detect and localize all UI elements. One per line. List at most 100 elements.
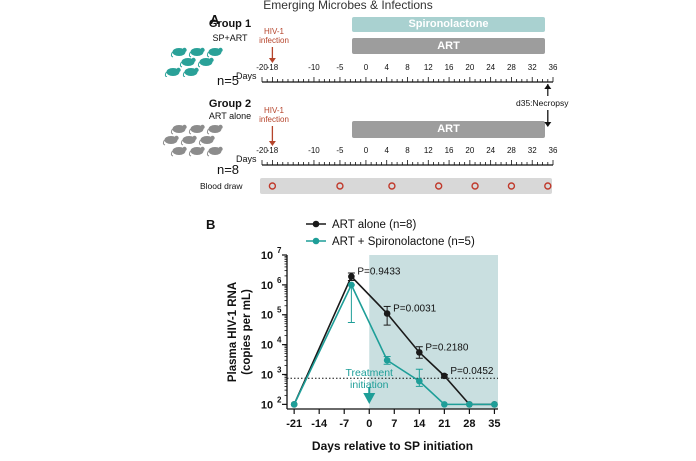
mouse-tail [197, 61, 201, 68]
timeline-tick-label: 24 [486, 63, 495, 72]
mouse-body [208, 147, 222, 155]
hiv-label-line1: HIV-1 [263, 106, 284, 115]
timeline-tick-label: -10 [308, 63, 320, 72]
mouse-body [184, 68, 198, 76]
series-0-point [348, 273, 355, 280]
mouse-tail [188, 51, 192, 58]
mouse-tail [188, 128, 192, 135]
mouse-body [172, 125, 186, 133]
series-0-point [416, 349, 423, 356]
mouse-icon [188, 124, 205, 135]
group2-subtitle: ART alone [208, 111, 252, 121]
mouse-head [182, 47, 187, 53]
blood-draw-marker [434, 182, 443, 190]
timeline-tick-label: 4 [384, 146, 389, 155]
art-bar-group2: ART [352, 121, 545, 138]
timeline-tick-label: 32 [528, 146, 537, 155]
arrow-head [268, 141, 276, 146]
mouse-body [166, 68, 180, 76]
blood-draw-marker [268, 182, 277, 190]
mouse-body [190, 125, 204, 133]
legend-label: ART alone (n=8) [332, 219, 416, 231]
mouse-icon [170, 146, 187, 157]
mouse-tail [182, 71, 186, 78]
y-tick-label: 10 [261, 340, 273, 352]
spironolactone-bar: Spironolactone [352, 17, 545, 32]
mouse-head [182, 146, 187, 152]
x-tick-label: -14 [311, 418, 328, 430]
mouse-tail [164, 71, 168, 78]
hiv-label-line1: HIV-1 [263, 27, 284, 36]
group2-mice-icon [160, 122, 235, 164]
mouse-head [218, 146, 223, 152]
timeline-tick-label: 20 [465, 146, 474, 155]
mouse-head [209, 57, 214, 63]
mouse-head [191, 57, 196, 63]
days-label-2: Days [236, 154, 257, 164]
mouse-icon [206, 146, 223, 157]
mouse-tail [206, 128, 210, 135]
mouse-head [194, 67, 199, 73]
mouse-icon [162, 135, 179, 146]
group1-n: n=5 [216, 73, 240, 88]
mouse-head [182, 124, 187, 130]
timeline-tick-label: 12 [424, 63, 433, 72]
mouse-icon [206, 47, 223, 58]
timeline-tick-label: 20 [465, 63, 474, 72]
group1-subtitle: SP+ART [212, 33, 248, 43]
timeline-tick-label: 16 [445, 63, 454, 72]
timeline-tick-label: 16 [445, 146, 454, 155]
timeline-tick-label: 32 [528, 63, 537, 72]
mouse-tail [206, 150, 210, 157]
mouse-tail [170, 150, 174, 157]
timeline-tick-label: 28 [507, 63, 516, 72]
timeline-tick-label: -10 [308, 146, 320, 155]
mouse-body [208, 48, 222, 56]
hiv-label-line2: infection [259, 36, 289, 45]
mouse-icon [182, 67, 199, 78]
arrow-head [268, 58, 276, 63]
x-tick-label: 28 [463, 418, 475, 430]
y-tick-label: 10 [261, 310, 273, 322]
timeline-tick-label: 8 [405, 63, 410, 72]
timeline-tick-label: -18 [267, 146, 279, 155]
blood-draw-marker [544, 182, 552, 190]
timeline-tick-label: -20 [256, 63, 268, 72]
series-0-point [441, 372, 448, 380]
legend-marker [312, 237, 320, 245]
x-tick-label: 0 [366, 418, 372, 430]
hiv-label-line2: infection [259, 115, 289, 124]
mouse-icon [170, 124, 187, 135]
timeline-tick-label: 0 [364, 63, 369, 72]
legend-marker [312, 220, 320, 228]
mouse-tail [206, 51, 210, 58]
mouse-tail [162, 139, 166, 146]
timeline-tick-label: -18 [267, 63, 279, 72]
blood-draw-marker [336, 182, 344, 190]
hiv-infection-label-2: HIV-1 infection [254, 106, 294, 124]
y-tick-exponent: 6 [277, 276, 282, 285]
x-tick-label: 35 [488, 418, 500, 430]
x-tick-label: -21 [286, 418, 302, 430]
y-tick-exponent: 2 [277, 395, 282, 404]
necropsy-label: d35:Necropsy [516, 98, 569, 108]
mouse-body [181, 58, 195, 66]
mouse-body [190, 147, 204, 155]
timeline-tick-label: -5 [336, 63, 344, 72]
mouse-head [176, 67, 181, 73]
mouse-body [190, 48, 204, 56]
timeline-tick-label: 28 [507, 146, 516, 155]
panel-b-label: B [206, 217, 216, 232]
x-tick-label: 21 [438, 418, 450, 430]
timeline-tick-label: 12 [424, 146, 433, 155]
y-tick-label: 10 [261, 250, 273, 262]
y-tick-exponent: 7 [277, 246, 282, 255]
mouse-head [200, 47, 205, 53]
hiv-infection-label-1: HIV-1 infection [254, 27, 294, 45]
journal-header: Emerging Microbes & Infections [263, 0, 433, 12]
y-tick-exponent: 5 [277, 306, 282, 315]
mouse-tail [170, 51, 174, 58]
